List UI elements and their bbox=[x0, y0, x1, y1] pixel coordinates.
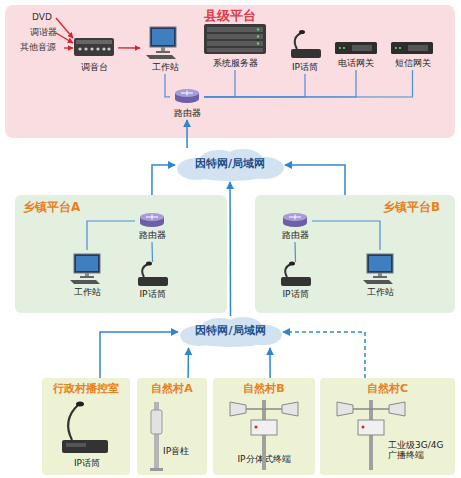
panel-title: 因特网/局域网 bbox=[175, 158, 285, 171]
router-icon bbox=[175, 89, 199, 103]
network-connector bbox=[204, 70, 413, 97]
village-panel: IP音柱 自然村A bbox=[137, 378, 207, 475]
device-label: IP话筒 bbox=[268, 289, 323, 299]
panel-title: 县级平台 bbox=[5, 9, 455, 24]
device-label: 路由器 bbox=[135, 230, 169, 240]
device-label: IP音柱 bbox=[163, 446, 189, 456]
device-label: 工作站 bbox=[140, 62, 190, 72]
panel-title: 行政村播控室 bbox=[42, 383, 130, 396]
workstation-icon bbox=[146, 27, 176, 59]
network-connector bbox=[204, 70, 356, 97]
ip-mic-icon bbox=[291, 30, 321, 58]
village-panel: IP话筒 行政村播控室 bbox=[42, 378, 130, 475]
source-arrow bbox=[64, 47, 73, 48]
workstation-icon bbox=[70, 254, 100, 284]
source-label: DVD bbox=[32, 12, 52, 22]
network-connector bbox=[294, 242, 296, 262]
broadcast-terminal-icon bbox=[337, 400, 405, 470]
network-connector bbox=[283, 332, 365, 378]
split-terminal-icon bbox=[230, 400, 298, 470]
panel-title: 自然村C bbox=[320, 383, 455, 396]
sms-gateway-icon bbox=[391, 42, 433, 54]
device-label: IP话筒 bbox=[280, 62, 330, 72]
ip-mic-icon bbox=[281, 262, 311, 287]
source-label: 调谐器 bbox=[30, 27, 57, 37]
network-connector bbox=[229, 182, 231, 316]
network-cloud: 因特网/局域网 bbox=[175, 148, 285, 182]
network-connector bbox=[100, 332, 178, 378]
ip-mic-icon bbox=[138, 262, 168, 287]
network-connector bbox=[186, 120, 188, 148]
device-label: 工作站 bbox=[355, 287, 405, 297]
network-connector bbox=[204, 74, 305, 97]
panel-title: 乡镇平台B bbox=[383, 201, 440, 215]
source-arrow bbox=[56, 33, 73, 43]
network-connector bbox=[118, 47, 140, 48]
mixer-icon bbox=[74, 38, 114, 56]
network-connector bbox=[269, 348, 271, 378]
ip-mic-icon bbox=[62, 402, 108, 454]
panel-title: 因特网/局域网 bbox=[178, 325, 283, 338]
source-arrows bbox=[56, 18, 73, 48]
workstation-icon bbox=[363, 254, 393, 284]
router-icon bbox=[283, 213, 307, 227]
phone-gateway-icon bbox=[335, 42, 377, 54]
network-connector bbox=[165, 74, 170, 97]
panel-title: 自然村A bbox=[137, 383, 207, 396]
network-connector bbox=[285, 165, 345, 195]
network-connector bbox=[204, 70, 235, 97]
panel-title: 自然村B bbox=[213, 383, 315, 396]
source-label: 其他音源 bbox=[20, 42, 56, 52]
device-label: 路由器 bbox=[170, 108, 204, 118]
ip-column-icon bbox=[150, 402, 163, 471]
town-panel: 路由器 IP话筒 工作站 乡镇平台B bbox=[255, 195, 455, 313]
router-icon bbox=[140, 213, 164, 227]
device-label: IP话筒 bbox=[125, 289, 180, 299]
device-label: 工业级3G/4G 广播终端 bbox=[388, 440, 448, 461]
device-label: 工作站 bbox=[62, 287, 112, 297]
network-connector bbox=[152, 165, 175, 195]
network-cloud: 因特网/局域网 bbox=[178, 316, 283, 348]
network-connector bbox=[151, 242, 153, 262]
panel-title: 乡镇平台A bbox=[23, 201, 80, 215]
server-icon bbox=[204, 24, 266, 54]
device-label: 短信网关 bbox=[385, 58, 440, 68]
device-label: 调音台 bbox=[70, 62, 118, 72]
device-label: 电话网关 bbox=[330, 58, 382, 68]
network-connector bbox=[187, 348, 189, 378]
device-label: 系统服务器 bbox=[200, 58, 270, 68]
device-label: IP话筒 bbox=[52, 458, 122, 468]
town-panel: 路由器工作站 IP话筒 乡镇平台A bbox=[15, 195, 227, 313]
network-connector bbox=[87, 221, 135, 250]
village-panel: 工业级3G/4G 广播终端 自然村C bbox=[320, 378, 455, 475]
device-label: 路由器 bbox=[278, 230, 312, 240]
network-connector bbox=[312, 221, 380, 250]
